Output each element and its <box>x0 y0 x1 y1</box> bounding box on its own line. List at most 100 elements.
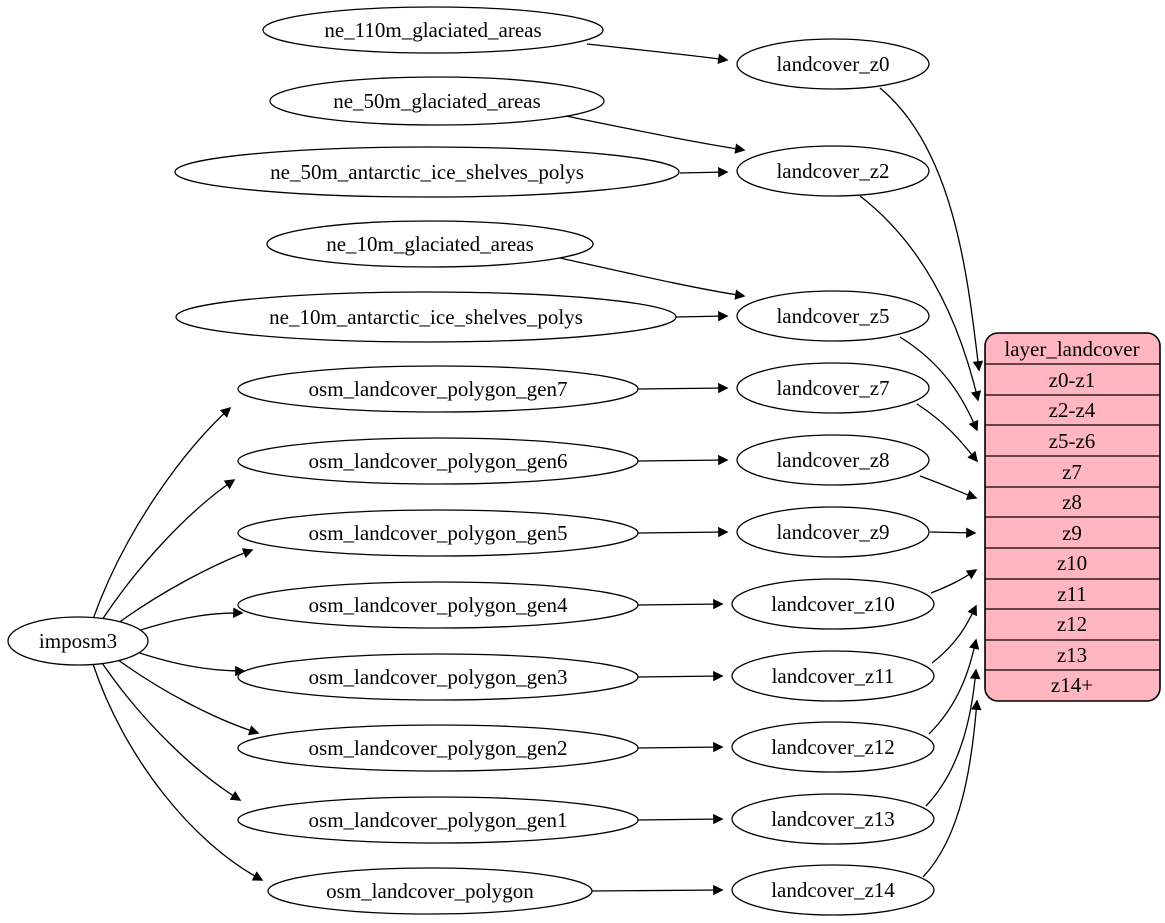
node-landcover_z13-label: landcover_z13 <box>771 807 895 831</box>
node-landcover_z8-shape <box>736 434 930 486</box>
node-landcover_z14-shape <box>731 864 935 916</box>
node-landcover_z11: landcover_z11 <box>731 650 935 702</box>
node-osm_landcover_polygon: osm_landcover_polygon <box>267 867 593 915</box>
record-row-z2-z4: z2-z4 <box>1049 398 1096 422</box>
node-osm_landcover_polygon_gen7-label: osm_landcover_polygon_gen7 <box>309 377 568 401</box>
node-ne_110m_glaciated_areas-label: ne_110m_glaciated_areas <box>324 18 541 42</box>
edge-osm_landcover_polygon_gen3-landcover_z11 <box>637 670 724 682</box>
node-osm_landcover_polygon_gen4: osm_landcover_polygon_gen4 <box>237 581 639 629</box>
node-imposm3-shape <box>7 616 149 666</box>
node-landcover_z9-shape <box>736 506 930 558</box>
node-landcover_z14: landcover_z14 <box>731 864 935 916</box>
node-landcover_z0: landcover_z0 <box>736 38 930 90</box>
node-ne_50m_glaciated_areas: ne_50m_glaciated_areas <box>269 76 605 126</box>
node-ne_50m_antarctic_ice_shelves_polys-label: ne_50m_antarctic_ice_shelves_polys <box>270 160 584 184</box>
node-landcover_z7-label: landcover_z7 <box>776 376 889 400</box>
edge-landcover_z14-row-z14plus <box>922 699 982 878</box>
node-landcover_z5-shape <box>736 290 930 342</box>
edge-osm_landcover_polygon_gen6-landcover_z8 <box>637 454 729 466</box>
record-row-z0-z1: z0-z1 <box>1049 368 1096 392</box>
edge-imposm3-osm_landcover_polygon_gen1 <box>99 659 242 801</box>
node-ne_50m_glaciated_areas-shape <box>269 76 605 126</box>
edge-osm_landcover_polygon-landcover_z14 <box>591 884 724 896</box>
node-landcover_z12: landcover_z12 <box>731 721 935 773</box>
node-osm_landcover_polygon_gen1: osm_landcover_polygon_gen1 <box>237 796 639 844</box>
edge-landcover_z5-row-z5-z6 <box>899 336 979 432</box>
record-row-z8: z8 <box>1062 490 1082 514</box>
edge-landcover_z7-row-z7 <box>916 403 978 463</box>
node-landcover_z14-label: landcover_z14 <box>771 878 895 902</box>
edge-imposm3-osm_landcover_polygon_gen6 <box>99 479 236 624</box>
edge-imposm3-osm_landcover_polygon_gen5 <box>109 548 254 630</box>
node-osm_landcover_polygon_gen1-label: osm_landcover_polygon_gen1 <box>309 808 568 832</box>
node-landcover_z7-shape <box>736 362 930 414</box>
node-landcover_z5-label: landcover_z5 <box>776 304 889 328</box>
node-ne_10m_antarctic_ice_shelves_polys-label: ne_10m_antarctic_ice_shelves_polys <box>269 305 583 329</box>
edge-landcover_z0-row-z0-z1 <box>879 87 984 372</box>
record-row-z7: z7 <box>1062 460 1082 484</box>
edge-ne_110m_glaciated_areas-landcover_z0 <box>586 43 729 64</box>
record-row-z9: z9 <box>1062 521 1082 545</box>
node-landcover_z11-shape <box>731 650 935 702</box>
edge-landcover_z9-row-z9 <box>929 527 977 539</box>
node-ne_10m_glaciated_areas: ne_10m_glaciated_areas <box>266 220 594 268</box>
node-osm_landcover_polygon_gen2-shape <box>237 724 639 772</box>
edges-group <box>92 43 984 896</box>
node-landcover_z2: landcover_z2 <box>736 145 930 197</box>
node-landcover_z13: landcover_z13 <box>731 793 935 845</box>
node-ne_50m_antarctic_ice_shelves_polys: ne_50m_antarctic_ice_shelves_polys <box>174 146 680 198</box>
node-osm_landcover_polygon_gen2: osm_landcover_polygon_gen2 <box>237 724 639 772</box>
edge-osm_landcover_polygon_gen7-landcover_z7 <box>637 382 729 394</box>
node-osm_landcover_polygon_gen1-shape <box>237 796 639 844</box>
node-landcover_z0-label: landcover_z0 <box>776 52 889 76</box>
edge-osm_landcover_polygon_gen5-landcover_z9 <box>637 526 729 538</box>
node-landcover_z12-shape <box>731 721 935 773</box>
node-osm_landcover_polygon_gen4-shape <box>237 581 639 629</box>
edge-landcover_z12-row-z12 <box>928 638 980 735</box>
edge-landcover_z13-row-z13 <box>925 668 981 807</box>
node-osm_landcover_polygon_gen3-shape <box>237 653 639 701</box>
node-osm_landcover_polygon_gen5-label: osm_landcover_polygon_gen5 <box>309 521 568 545</box>
node-osm_landcover_polygon_gen3: osm_landcover_polygon_gen3 <box>237 653 639 701</box>
edge-osm_landcover_polygon_gen4-landcover_z10 <box>637 598 724 610</box>
edge-imposm3-osm_landcover_polygon_gen3 <box>124 647 246 677</box>
node-landcover_z11-label: landcover_z11 <box>772 664 895 688</box>
record-row-z13: z13 <box>1057 643 1087 667</box>
edge-osm_landcover_polygon_gen1-landcover_z13 <box>637 813 724 825</box>
edge-landcover_z11-row-z11 <box>931 604 977 664</box>
node-landcover_z13-shape <box>731 793 935 845</box>
node-landcover_z0-shape <box>736 38 930 90</box>
node-osm_landcover_polygon_gen7: osm_landcover_polygon_gen7 <box>237 365 639 413</box>
node-ne_50m_antarctic_ice_shelves_polys-shape <box>174 146 680 198</box>
node-ne_50m_glaciated_areas-label: ne_50m_glaciated_areas <box>333 89 541 113</box>
record-row-z5-z6: z5-z6 <box>1049 429 1096 453</box>
node-osm_landcover_polygon_gen6: osm_landcover_polygon_gen6 <box>237 437 639 485</box>
node-ne_10m_glaciated_areas-shape <box>266 220 594 268</box>
edge-ne_50m_antarctic_ice_shelves_polys-landcover_z2 <box>679 166 729 178</box>
node-landcover_z10: landcover_z10 <box>731 578 935 630</box>
record-row-z12: z12 <box>1057 612 1087 636</box>
node-landcover_z8: landcover_z8 <box>736 434 930 486</box>
node-landcover_z12-label: landcover_z12 <box>771 735 895 759</box>
node-osm_landcover_polygon_gen6-label: osm_landcover_polygon_gen6 <box>309 449 568 473</box>
node-osm_landcover_polygon_gen3-label: osm_landcover_polygon_gen3 <box>309 665 568 689</box>
node-landcover_z5: landcover_z5 <box>736 290 930 342</box>
node-landcover_z8-label: landcover_z8 <box>776 448 889 472</box>
edge-ne_10m_antarctic_ice_shelves_polys-landcover_z5 <box>675 310 729 322</box>
node-landcover_z10-label: landcover_z10 <box>771 592 895 616</box>
record-layer_landcover: layer_landcover z0-z1 z2-z4 z5-z6 z7 z8 … <box>984 332 1161 702</box>
node-osm_landcover_polygon_gen4-label: osm_landcover_polygon_gen4 <box>309 593 568 617</box>
record-row-z10: z10 <box>1057 551 1087 575</box>
node-osm_landcover_polygon-shape <box>267 867 593 915</box>
node-ne_10m_glaciated_areas-label: ne_10m_glaciated_areas <box>326 232 534 256</box>
node-osm_landcover_polygon_gen5-shape <box>237 509 639 557</box>
edge-ne_10m_glaciated_areas-landcover_z5 <box>559 257 746 300</box>
edge-imposm3-osm_landcover_polygon <box>92 663 264 881</box>
edge-landcover_z10-row-z10 <box>930 569 978 594</box>
node-osm_landcover_polygon-label: osm_landcover_polygon <box>326 879 534 903</box>
node-osm_landcover_polygon_gen6-shape <box>237 437 639 485</box>
node-osm_landcover_polygon_gen7-shape <box>237 365 639 413</box>
record-title: layer_landcover <box>1004 337 1139 361</box>
